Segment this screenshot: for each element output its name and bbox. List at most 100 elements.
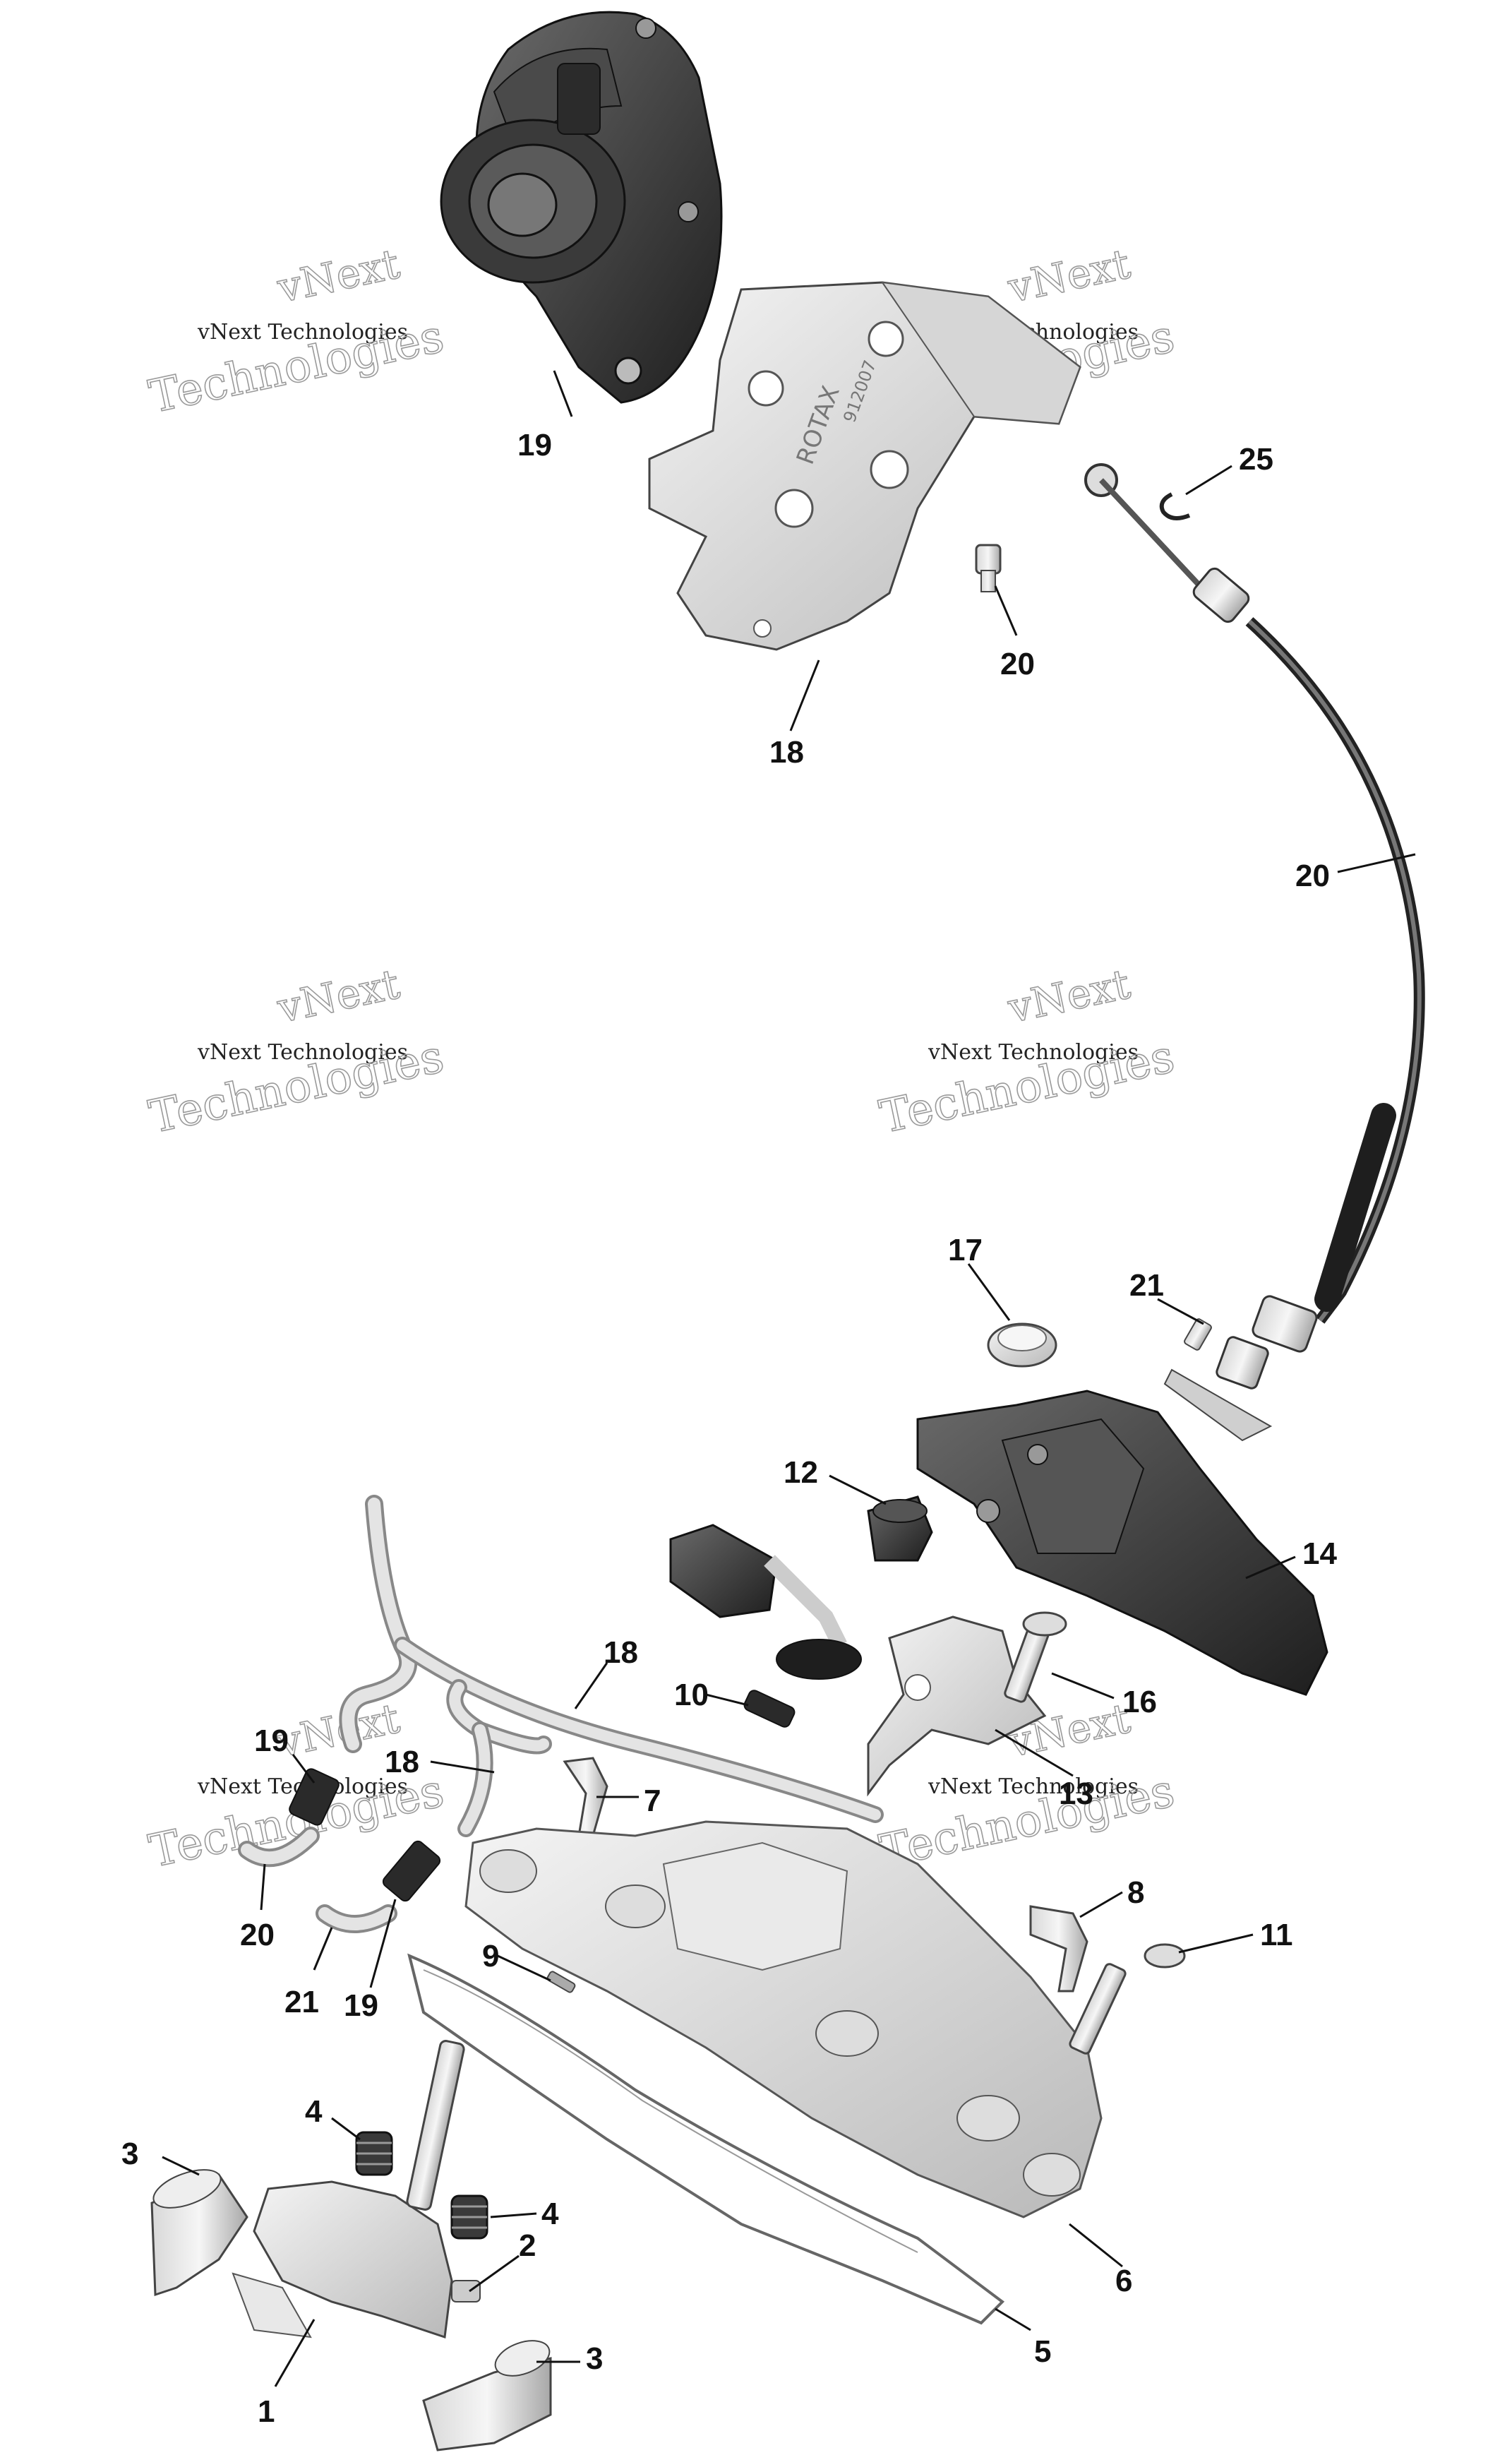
callout-8: 9	[482, 1939, 499, 1973]
leader-11	[829, 1474, 887, 1505]
part-20-throttle-cable	[1084, 463, 1425, 1390]
callout-2: 2	[519, 2228, 536, 2263]
callout-15: 17	[948, 1233, 983, 1267]
leader-13	[1245, 1555, 1296, 1579]
part-24-bolt	[975, 544, 1002, 592]
callout-3-left: 3	[121, 2137, 138, 2171]
leader-22	[789, 659, 820, 731]
leader-12	[995, 1728, 1074, 1777]
part-7-fitting-right	[1029, 1905, 1088, 1993]
leader-19-lower	[313, 1927, 333, 1971]
callout-22: 18	[769, 735, 804, 770]
watermark-text-line1: vNext	[273, 960, 404, 1032]
callout-21: 21	[1129, 1268, 1164, 1303]
callout-9: 10	[674, 1678, 709, 1712]
leader-8	[497, 1954, 551, 1982]
watermark-text-line2: vNext Technologies	[928, 1040, 1139, 1065]
watermark-text-line1: vNext	[1004, 960, 1134, 1032]
leader-14	[1051, 1672, 1115, 1700]
watermark-text-line1: vNext	[1004, 239, 1134, 312]
callout-1: 1	[258, 2394, 275, 2429]
part-3-cylinder-left	[150, 2169, 248, 2297]
callout-11: 12	[784, 1455, 818, 1490]
leader-20	[1337, 853, 1416, 873]
part-9-small-bushing	[743, 1690, 796, 1728]
leader-lines	[162, 370, 1416, 2387]
leader-2	[469, 2254, 520, 2293]
part-23-actuator-motor	[440, 11, 723, 404]
leader-5	[995, 2307, 1031, 2331]
callout-7-right: 8	[1127, 1875, 1144, 1910]
part-21-screw	[1163, 1318, 1273, 1442]
part-17-hose	[446, 1679, 552, 1837]
leader-23	[553, 370, 573, 417]
callout-12: 13	[1059, 1776, 1093, 1811]
part-10-bolt	[1069, 1943, 1186, 2055]
callout-16: 18	[604, 1635, 638, 1670]
part-8-pin	[546, 1971, 576, 1993]
leader-18-lower	[369, 1899, 397, 1988]
part-2-shaft	[406, 2040, 481, 2302]
callout-6: 6	[1115, 2264, 1132, 2298]
leader-10	[1178, 1933, 1254, 1954]
leader-24	[994, 585, 1018, 636]
callout-4-upper: 4	[305, 2094, 323, 2129]
leader-7-right	[1079, 1891, 1123, 1918]
callout-labels: 19 18 20 25 20 17 21 12 14 16 10 13 18 1…	[121, 428, 1337, 2429]
part-4-spring-lower	[450, 2194, 488, 2240]
watermark-middle-left: vNext vNext Technologies Technologies	[144, 960, 448, 1145]
part-6-throttle-body	[464, 1820, 1103, 2218]
part-13-lever-housing	[916, 1390, 1328, 1696]
part-12-sensor	[867, 1615, 1047, 1797]
watermark-middle-right: vNext vNext Technologies Technologies	[875, 960, 1179, 1145]
leader-6	[1069, 2223, 1123, 2268]
part-25-clip	[1159, 492, 1191, 520]
part-15-washer	[987, 1322, 1057, 1368]
callout-4-lower: 4	[541, 2197, 559, 2231]
watermark-text-line1: vNext	[273, 1694, 404, 1767]
watermark-text-line1: vNext	[273, 239, 404, 312]
callout-3-right: 3	[586, 2341, 603, 2376]
connector-plug	[669, 1524, 862, 1680]
leader-17	[430, 1760, 495, 1774]
part-14-bolt	[1004, 1611, 1067, 1703]
callout-23: 19	[517, 428, 552, 462]
part-18-check-valve-lower	[382, 1840, 441, 1902]
watermark-text-line2: vNext Technologies	[197, 1040, 408, 1065]
leader-16	[574, 1662, 608, 1709]
leader-18-upper	[292, 1754, 316, 1784]
part-18-check-valve-upper	[289, 1768, 340, 1826]
callout-25: 25	[1239, 442, 1273, 477]
part-4-spring-upper	[355, 2131, 393, 2176]
leader-3-left	[162, 2156, 200, 2176]
leader-9	[705, 1693, 749, 1707]
callout-18-upper: 19	[254, 1724, 289, 1758]
callout-19-lower: 21	[284, 1985, 319, 2019]
callout-10: 11	[1260, 1918, 1293, 1952]
part-11-stopper	[867, 1495, 933, 1562]
callout-5: 5	[1034, 2334, 1051, 2369]
leader-21	[1157, 1298, 1204, 1325]
watermark-text-line2: vNext Technologies	[928, 1774, 1139, 1799]
part-3-cylinder-right	[422, 2340, 552, 2451]
watermark-text-line2: vNext Technologies	[197, 320, 408, 345]
leader-4-upper	[331, 2117, 361, 2141]
callout-19-upper: 20	[240, 1918, 275, 1952]
part-19-hose-upper	[238, 1827, 320, 1868]
part-5-gasket	[407, 1953, 1005, 2325]
callout-17: 18	[385, 1745, 419, 1779]
callout-24: 20	[1000, 647, 1035, 681]
part-22-mounting-bracket: ROTAX 912007	[648, 281, 1081, 651]
leader-15	[967, 1263, 1011, 1321]
leader-1	[274, 2319, 316, 2387]
leader-19-upper	[260, 1863, 266, 1911]
watermark-top-left: vNext vNext Technologies Technologies	[144, 239, 448, 424]
callout-14: 16	[1122, 1685, 1157, 1719]
callout-7-upper: 7	[644, 1784, 661, 1818]
callout-18-lower: 19	[344, 1988, 378, 2023]
leader-4-lower	[490, 2212, 537, 2218]
part-19-hose-lower	[316, 1904, 397, 1933]
leader-25	[1185, 465, 1232, 496]
callout-20: 20	[1295, 859, 1330, 893]
